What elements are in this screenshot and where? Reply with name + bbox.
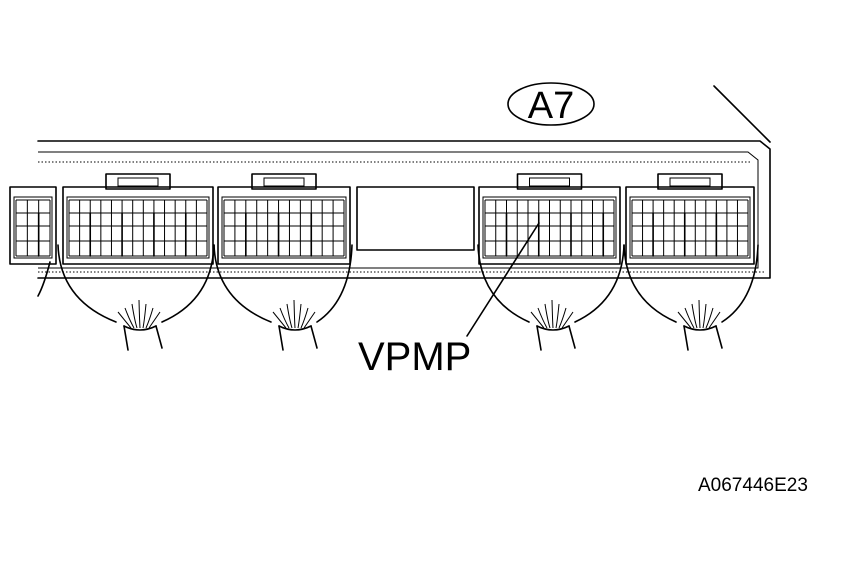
- wire-bundle: [477, 244, 625, 351]
- connector-label: A7: [528, 85, 574, 127]
- connector-lock-tab: [251, 173, 317, 190]
- terminal-label: VPMP: [358, 335, 471, 379]
- connector-lock-tab: [105, 173, 171, 190]
- terminal-leader-line: [466, 222, 540, 337]
- blank-panel: [356, 186, 475, 251]
- connector: [478, 173, 621, 265]
- wire-bundle: [213, 244, 353, 351]
- connector: [62, 173, 214, 265]
- connector: [9, 186, 57, 265]
- connector: [625, 173, 755, 265]
- connector-lock-tab: [516, 173, 583, 190]
- wire: [37, 261, 51, 297]
- connector-group: [9, 173, 755, 265]
- connector-label-callout: A7: [507, 82, 595, 127]
- figure-id: A067446E23: [698, 475, 808, 496]
- wire-harness-group: [37, 244, 759, 351]
- connector-lock-tab: [657, 173, 723, 190]
- wire-bundle: [57, 244, 215, 351]
- ecu-housing: [37, 85, 771, 279]
- wire-bundle: [623, 244, 759, 351]
- connector: [217, 173, 351, 265]
